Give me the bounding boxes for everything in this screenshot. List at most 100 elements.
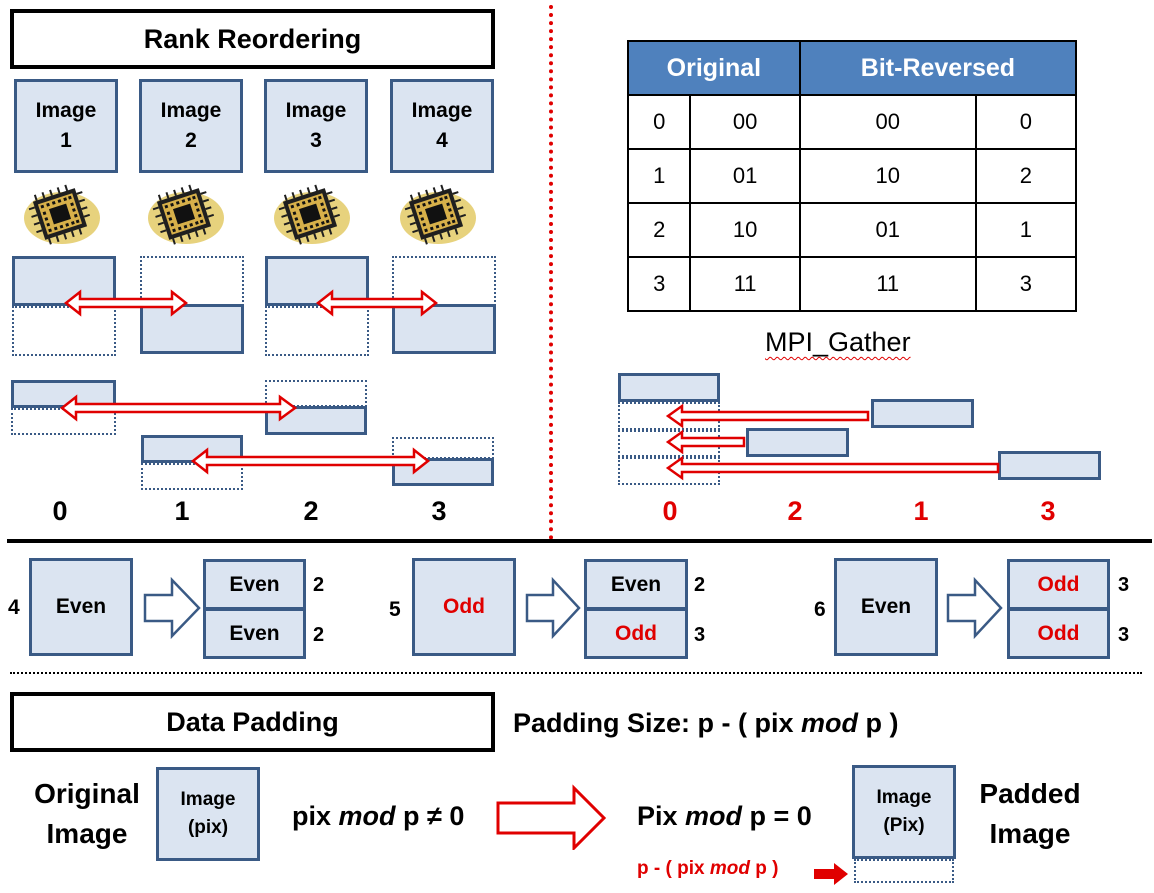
image-box-3: Image 3 (264, 79, 368, 173)
table-cell: 01 (798, 202, 977, 258)
rank-label-3: 3 (431, 496, 447, 526)
stage1-block-1-bottom (140, 304, 244, 354)
case3-bottom-label: Odd (1037, 621, 1080, 645)
formula-mod: mod (801, 708, 859, 738)
gather-source-rank3 (998, 451, 1101, 480)
case3-count: 6 (814, 598, 826, 621)
gather-rank-label-1: 1 (913, 496, 929, 526)
exchange-arrows (59, 289, 439, 475)
image-box-1-label: Image (35, 99, 97, 122)
stage1-block-2-empty (265, 306, 369, 356)
table-cell: 00 (798, 94, 977, 150)
right-arrow-icon (143, 576, 201, 640)
table-cell: 0 (626, 94, 692, 150)
case2-bottom-count: 3 (694, 624, 706, 646)
case3-source-block: Even (834, 558, 938, 656)
image-box-1: Image 1 (14, 79, 118, 173)
image-box-2: Image 2 (139, 79, 243, 173)
table-cell: 10 (689, 202, 801, 258)
condition-after: Pix mod p = 0 (637, 798, 812, 834)
table-header-row: Original Bit-Reversed (627, 40, 1078, 96)
stage2-block-2-bottom (265, 406, 367, 435)
cond-right-mod: mod (685, 801, 743, 831)
image-box-2-label: Image (160, 99, 222, 122)
image-box-3-number: 3 (310, 129, 322, 152)
gather-arrows (665, 403, 1000, 481)
padding-arrow (496, 784, 607, 850)
stage1-block-2-top (265, 256, 369, 306)
case3-top-label: Odd (1037, 572, 1080, 596)
left-arrow-icon (665, 403, 870, 429)
rank-label-1: 1 (174, 496, 190, 526)
mpi-gather-title: MPI_Gather (765, 324, 911, 360)
left-arrow-icon (665, 429, 746, 455)
image-box-4-label: Image (411, 99, 473, 122)
padding-note: p - ( pix mod p ) (637, 856, 778, 882)
original-image-line2: Image (46, 818, 128, 849)
table-cell: 10 (798, 148, 977, 204)
gather-target-block (618, 373, 720, 402)
condition-before: pix mod p ≠ 0 (292, 798, 464, 834)
table-row: 1 01 10 2 (626, 148, 1078, 204)
padded-image-line1: Padded (979, 778, 1081, 809)
case2-bottom-block: Odd (584, 608, 688, 659)
table-cell: 11 (689, 256, 801, 312)
table-cell: 2 (974, 148, 1078, 204)
small-right-arrow-icon (814, 863, 848, 885)
case1-source-block: Even (29, 558, 133, 656)
horizontal-divider (7, 539, 1152, 543)
bit-reversal-table: Original Bit-Reversed 0 00 00 0 1 01 10 … (626, 40, 1078, 312)
padding-region (854, 859, 954, 883)
table-row: 2 10 01 1 (626, 202, 1078, 258)
table-cell: 1 (626, 148, 692, 204)
double-arrow-icon (63, 289, 189, 317)
header-bit-reversed: Bit-Reversed (798, 40, 1078, 96)
case2-top-label: Even (610, 572, 662, 596)
table-row: 3 11 11 3 (626, 256, 1078, 312)
case1-top-count: 2 (313, 574, 325, 596)
image-box-4: Image 4 (390, 79, 494, 173)
double-arrow-icon (315, 289, 439, 317)
cond-left-prefix: pix (292, 801, 339, 831)
gather-rank-label-0: 0 (662, 496, 678, 526)
case2-source-label: Odd (443, 595, 485, 618)
padded-image-caption: Padded Image (965, 774, 1095, 854)
padded-box-line2: (Pix) (883, 815, 925, 836)
formula-prefix: Padding Size: p - ( pix (513, 708, 802, 738)
data-padding-title: Data Padding (10, 692, 495, 752)
rank-reordering-title: Rank Reordering (10, 9, 495, 69)
case2-bottom-label: Odd (615, 621, 657, 645)
image-box-3-label: Image (285, 99, 347, 122)
cond-right-prefix: Pix (637, 801, 686, 831)
data-padding-title-text: Data Padding (166, 706, 339, 737)
original-image-caption: Original Image (22, 774, 152, 854)
dotted-divider (10, 672, 1142, 674)
case2-source-block: Odd (412, 558, 516, 656)
gather-source-rank2 (871, 399, 974, 428)
right-arrow-icon (946, 576, 1003, 640)
image-box-1-number: 1 (60, 129, 72, 152)
padded-image-line2: Image (989, 818, 1071, 849)
case1-count: 4 (8, 596, 20, 619)
table-cell: 00 (689, 94, 801, 150)
header-original: Original (627, 40, 801, 96)
table-cell: 0 (974, 94, 1078, 150)
mpi-gather-title-text: MPI_Gather (765, 327, 911, 357)
original-box-line1: Image (180, 789, 236, 810)
formula-suffix: p ) (858, 708, 899, 738)
gather-rank-label-3: 3 (1040, 496, 1056, 526)
padding-note-arrow (814, 863, 848, 885)
pad-note-mod: mod (709, 858, 750, 879)
stage2-block-1-empty (141, 463, 243, 490)
right-arrow-icon (496, 784, 607, 850)
original-image-line1: Original (34, 778, 140, 809)
original-image-box: Image (pix) (156, 767, 260, 861)
padding-size-formula: Padding Size: p - ( pix mod p ) (513, 705, 899, 741)
table-cell: 1 (974, 202, 1078, 258)
padded-image-box: Image (Pix) (852, 765, 956, 859)
case3-bottom-block: Odd (1007, 608, 1110, 659)
padded-box-line1: Image (876, 787, 932, 808)
right-arrow-icon (525, 576, 581, 640)
table-cell: 3 (974, 256, 1078, 312)
rank-label-2: 2 (303, 496, 319, 526)
